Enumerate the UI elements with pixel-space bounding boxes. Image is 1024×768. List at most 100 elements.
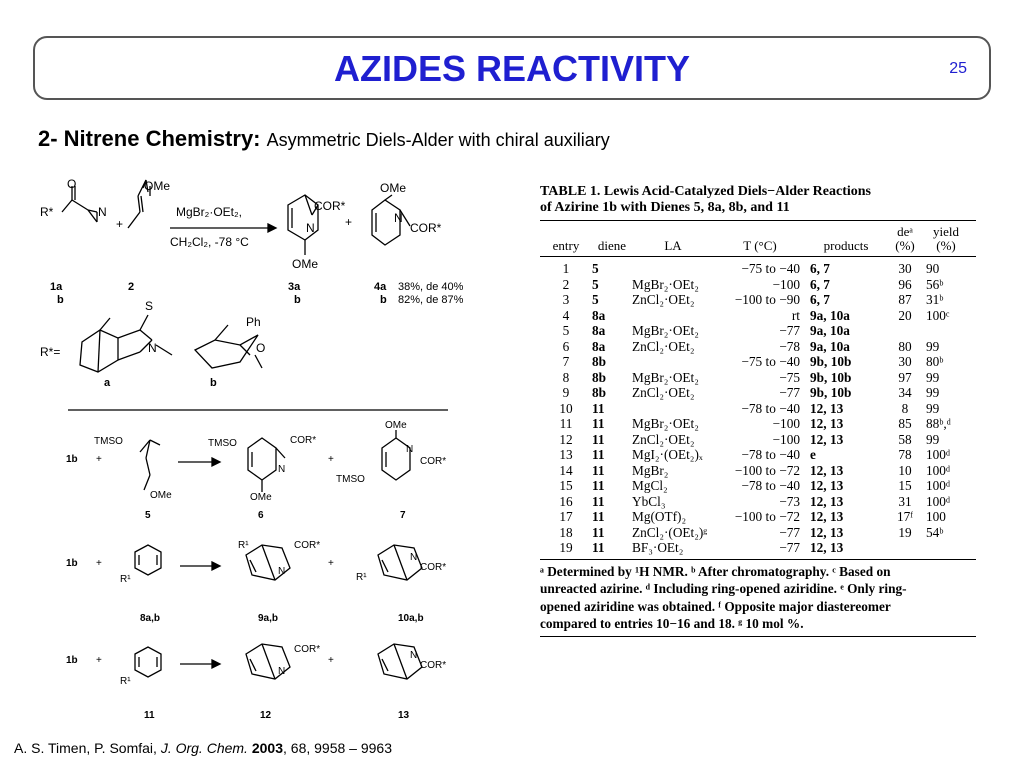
cell-entry: 6 (562, 338, 570, 354)
azirine-1-structure (61, 186, 98, 223)
cell-la: MgBr₂·OEt₂ (632, 276, 699, 292)
ome-7: OMe (385, 420, 407, 431)
cell-diene: 11 (592, 524, 605, 540)
reagent-bottom: CH₂Cl₂, -78 °C (170, 235, 249, 249)
cell-diene: 11 (592, 493, 605, 509)
plus-row2: + (96, 558, 102, 569)
cell-la: ZnCl₂·OEt₂ (632, 338, 695, 354)
cell-entry: 19 (559, 540, 573, 555)
page-number: 25 (949, 60, 967, 77)
table-top-rule (540, 220, 976, 221)
cell-products: 12, 13 (810, 462, 844, 478)
ome-5: OMe (150, 490, 172, 501)
cell-la: MgBr₂·OEt₂ (632, 323, 699, 338)
table-caption-line2: of Azirine 1b with Dienes 5, 8a, 8b, and… (540, 200, 790, 215)
cell-la (632, 308, 714, 324)
cell-t: −100 to −90 (734, 292, 800, 307)
cell-products: 9b, 10b (810, 354, 852, 369)
subtitle-bold: 2- Nitrene Chemistry: (38, 126, 261, 151)
compound-1b-row2: 1b (66, 558, 78, 569)
cell-entry: 4 (562, 307, 570, 323)
label-1b: b (57, 294, 64, 306)
table-header: entry diene LA T (°C) products deᵃ(%) yi… (540, 225, 976, 253)
table-footnote-1: ᵃ Determined by ¹H NMR. ᵇ After chromato… (540, 563, 891, 579)
ome-label-3: OMe (292, 257, 318, 271)
product-13-structure (377, 643, 423, 680)
cell-t: −75 to −40 (741, 354, 800, 369)
header-diene: diene (597, 238, 627, 253)
cell-products: 6, 7 (810, 292, 830, 307)
cell-de: 58 (898, 431, 912, 447)
product-3-structure (287, 194, 319, 255)
cell-products: 12, 13 (810, 400, 844, 416)
cell-diene: 8a (592, 307, 606, 323)
header-temperature: T (°C) (743, 238, 777, 253)
cell-de: 31 (898, 493, 912, 509)
plus-2: + (345, 215, 352, 229)
tmso-5: TMSO (94, 436, 123, 447)
tmso-7: TMSO (336, 474, 365, 485)
cell-yield: 90 (926, 261, 940, 276)
auxiliary-b-structure (193, 324, 263, 369)
cell-de: 96 (898, 276, 912, 292)
product-7-structure (381, 430, 411, 481)
cell-diene: 8b (592, 369, 607, 385)
cell-la: ZnCl₂·(OEt₂)ᵍ (632, 524, 708, 540)
subtitle-description: Asymmetric Diels-Alder with chiral auxil… (266, 130, 610, 150)
cell-yield: 100ᵈ (926, 447, 951, 462)
label-2: 2 (128, 281, 134, 293)
header-la: LA (664, 238, 682, 253)
aux-a-label: a (104, 377, 111, 389)
compound-1b-row3: 1b (66, 655, 78, 666)
cell-t: −100 (772, 431, 800, 447)
cell-de: 87 (898, 292, 912, 307)
cell-yield: 100ᵈ (926, 478, 951, 493)
cell-entry: 10 (559, 400, 573, 416)
cell-products: e (810, 447, 816, 462)
cell-de: 34 (898, 385, 912, 400)
cor-7: COR* (420, 456, 446, 467)
cell-t: −77 (779, 323, 800, 338)
ome-label-4: OMe (380, 181, 406, 195)
plus-row3b: + (328, 655, 334, 666)
cor-9: COR* (294, 540, 320, 551)
product-6-structure (247, 437, 286, 492)
plus-row1: + (96, 454, 102, 465)
r1-8: R¹ (120, 574, 131, 585)
product-12-structure (245, 643, 291, 680)
cell-entry: 5 (562, 323, 570, 338)
cell-entry: 13 (559, 447, 573, 462)
cell-yield (924, 323, 968, 339)
cell-diene: 11 (592, 447, 605, 462)
cell-t: −77 (779, 524, 800, 540)
n-label-1: N (98, 205, 107, 219)
ome-6: OMe (250, 492, 272, 503)
cell-entry: 3 (562, 292, 570, 307)
plus-row3: + (96, 655, 102, 666)
auxiliary-a-structure (79, 314, 173, 373)
cell-products: 9b, 10b (810, 369, 852, 385)
cell-products: 6, 7 (810, 276, 830, 292)
label-13: 13 (398, 710, 410, 721)
cell-entry: 12 (559, 431, 573, 447)
cell-yield: 54ᵇ (926, 524, 944, 540)
cell-products: 12, 13 (810, 524, 844, 540)
diene-2-structure (127, 179, 151, 229)
citation: A. S. Timen, P. Somfai, J. Org. Chem. 20… (14, 740, 392, 756)
cor-label-4: COR* (410, 221, 442, 235)
cell-la (632, 354, 714, 370)
sulfur-label: S (145, 299, 153, 313)
section-subtitle: 2- Nitrene Chemistry: Asymmetric Diels-A… (38, 126, 610, 152)
